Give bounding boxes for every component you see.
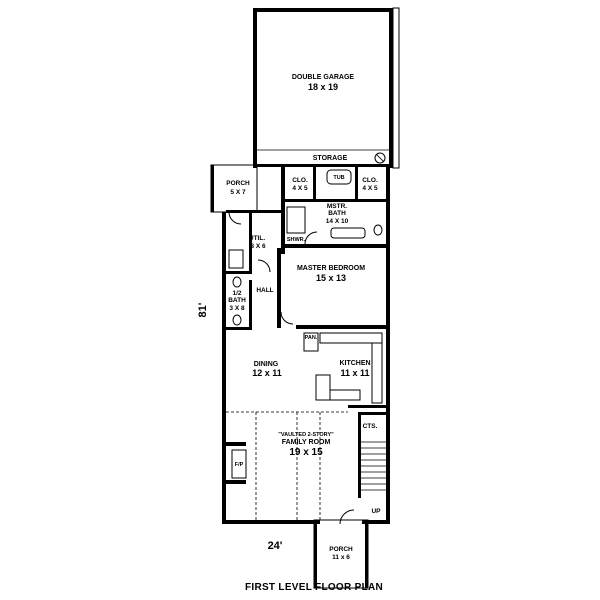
house-bottom-wall-left: [222, 520, 320, 524]
family-room-note: "VAULTED 2-STORY": [278, 432, 334, 438]
master-bath-label-1: MSTR.: [327, 203, 347, 210]
room-labels: DOUBLE GARAGE 18 x 19 STORAGE PORCH 5 X …: [226, 74, 381, 561]
halfbath-bottom-wall: [226, 327, 252, 330]
walls: [210, 7, 400, 589]
util-bottom-wall: [226, 271, 252, 274]
front-door-swing: [339, 509, 355, 525]
master-bath-size: 14 X 10: [326, 218, 349, 225]
utility-label: UTIL.: [249, 235, 265, 242]
util-door-swing: [257, 259, 271, 273]
half-bath-size: 3 X 8: [229, 305, 245, 312]
family-room-size: 19 x 15: [289, 447, 323, 458]
bath-left-wall: [281, 164, 285, 254]
utility-size: 8 X 6: [250, 243, 266, 250]
bedroom-top-wall: [281, 244, 386, 248]
shower-label: SHWR.: [287, 237, 306, 243]
kitchen-counter-right: [371, 342, 383, 404]
stair-left-wall: [358, 412, 361, 498]
garage-left-wall: [253, 8, 257, 168]
stair-label: UP: [371, 508, 381, 515]
master-bath-label-2: BATH: [328, 210, 346, 217]
house-bottom-wall-right: [362, 520, 390, 524]
halfbath-toilet: [232, 314, 242, 326]
storage-wall: [257, 164, 389, 167]
fireplace-top: [226, 442, 246, 446]
tub-label: TUB: [333, 175, 344, 181]
kitchen-counter-top: [319, 332, 383, 344]
half-bath-label-2: BATH: [228, 297, 246, 304]
side-porch-label: PORCH: [226, 180, 250, 187]
util-top-wall: [226, 210, 281, 213]
pantry-box: [303, 332, 319, 352]
bath-door-swing: [304, 231, 318, 245]
plan-title: FIRST LEVEL FLOOR PLAN: [245, 582, 383, 593]
porch-door-swing: [228, 211, 242, 225]
garage-top-wall: [253, 8, 393, 12]
kitchen-island-bottom: [329, 389, 361, 401]
tub-fixture: [326, 169, 352, 185]
closet-left-divider: [313, 167, 316, 199]
front-porch-post-left: [314, 524, 317, 588]
kitchen-island-left: [315, 374, 331, 401]
stair-treads: [361, 441, 386, 491]
bedroom-bottom-wall: [296, 325, 386, 329]
toilet-fixture: [373, 224, 383, 236]
master-bedroom-label: MASTER BEDROOM: [297, 265, 365, 272]
front-porch-size: 11 x 6: [332, 554, 350, 561]
fireplace-box: [231, 449, 247, 479]
fireplace-bottom: [226, 480, 246, 484]
side-porch-post: [211, 165, 214, 212]
mbath-top-wall: [285, 199, 386, 202]
shower-fixture: [286, 206, 306, 234]
house-left-wall: [222, 212, 226, 524]
kitchen-bottom-wall: [348, 405, 386, 408]
pantry-label: PAN.: [305, 335, 318, 341]
closet-right-divider: [355, 167, 358, 199]
washer-fixture: [228, 249, 244, 269]
kitchen-label: KITCHEN: [339, 360, 370, 367]
closets-label: CTS.: [363, 423, 378, 430]
kitchen-size: 11 x 11: [340, 368, 369, 378]
depth-dimension: 81': [197, 302, 209, 317]
house-right-wall: [386, 164, 390, 524]
storage-label: STORAGE: [313, 155, 348, 162]
halfbath-right-wall: [249, 280, 252, 330]
hall-label: HALL: [256, 287, 273, 294]
bedroom-door-swing: [280, 311, 294, 325]
bedroom-left-wall: [277, 248, 281, 328]
width-dimension: 24': [268, 540, 283, 552]
vanity-fixture: [330, 227, 366, 239]
fireplace-label: F/P: [235, 462, 244, 468]
dining-label: DINING: [254, 361, 279, 368]
halfbath-sink: [232, 276, 242, 288]
side-porch-size: 5 X 7: [230, 189, 246, 196]
half-bath-label-1: 1/2: [232, 290, 241, 297]
util-right-wall: [249, 213, 252, 273]
front-porch-label: PORCH: [329, 546, 353, 553]
storage-fixture: [374, 152, 386, 164]
master-bedroom-size: 15 x 13: [316, 273, 346, 283]
closet-left-size: 4 X 5: [292, 185, 308, 192]
dining-size: 12 x 11: [252, 368, 282, 378]
closet-right-label: CLO.: [362, 177, 378, 184]
garage-right-trim: [392, 7, 400, 169]
closet-stair-top: [358, 412, 386, 415]
garage-size: 18 x 19: [308, 82, 338, 92]
front-porch-post-right: [365, 524, 368, 588]
garage-label: DOUBLE GARAGE: [292, 74, 355, 81]
family-room-label: FAMILY ROOM: [282, 439, 331, 446]
garage-right-wall: [389, 8, 393, 168]
closet-right-size: 4 X 5: [362, 185, 378, 192]
closet-left-label: CLO.: [292, 177, 308, 184]
